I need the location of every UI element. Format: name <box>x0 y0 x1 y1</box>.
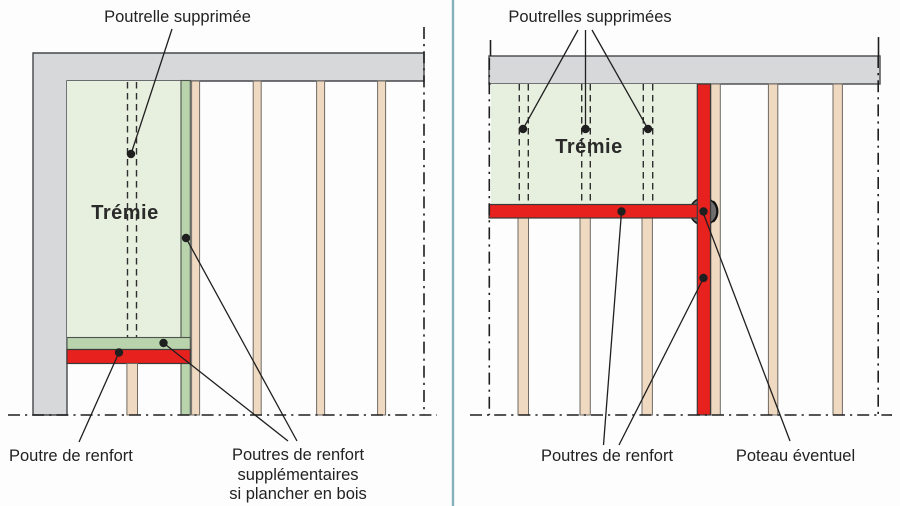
right-red-horizontal-beam <box>488 203 712 219</box>
right-leader-suppressed-1 <box>522 29 579 130</box>
right-callout-dot-vertical-beam <box>699 273 708 283</box>
left-label-reinforcement-beam: Poutre de renfort <box>9 447 133 465</box>
right-joist-beside-beam <box>710 83 721 416</box>
right-leader-horizontal-beam <box>602 211 623 446</box>
right-joist-2 <box>767 83 779 416</box>
right-leader-vertical-beam <box>618 277 705 446</box>
left-leader-trimmer-beam <box>185 237 298 442</box>
right-label-suppressed-joists: Poutrelles supprimées <box>508 8 672 26</box>
left-joist-2 <box>252 80 262 416</box>
right-callout-dot-suppressed-3 <box>643 124 653 134</box>
right-cut-joist-stub-1 <box>517 217 529 416</box>
right-callout-dot-suppressed-1 <box>518 124 528 134</box>
right-label-optional-post: Poteau éventuel <box>735 447 856 465</box>
left-cut-joist-stub <box>126 363 139 416</box>
right-leader-post <box>703 214 791 442</box>
left-green-header-beam <box>66 336 191 351</box>
left-callout-dot-red-beam <box>114 348 124 357</box>
left-tremie-label: Trémie <box>91 202 159 224</box>
right-cut-joist-stub-3 <box>641 217 653 416</box>
left-callout-dot-header-beam <box>159 338 168 348</box>
right-joist-3 <box>832 83 843 416</box>
left-joist-4 <box>377 80 387 416</box>
right-red-vertical-beam <box>696 83 712 416</box>
left-label-additional-beams-line1: Poutres de renfort <box>231 446 365 464</box>
left-tremie-area <box>67 81 181 338</box>
left-red-reinforcement-beam <box>66 348 191 365</box>
left-leader-suppressed-joist <box>130 28 173 155</box>
left-leader-header-beam <box>163 342 289 442</box>
right-cut-joist-stub-2 <box>579 217 591 416</box>
right-post-arc-mark <box>712 200 719 223</box>
left-callout-dot-suppressed-joist <box>126 149 136 159</box>
left-label-additional-beams-line2: supplémentaires <box>237 465 359 484</box>
right-wall-shape <box>488 55 881 85</box>
left-joist-3 <box>316 80 326 416</box>
left-leader-red-beam <box>78 352 120 443</box>
panel-separator-line <box>451 0 455 506</box>
left-label-additional-beams: Poutres de renfort supplémentaires si pl… <box>198 446 398 505</box>
right-callout-dot-post <box>699 207 708 216</box>
left-label-additional-beams-line3: si plancher en bois <box>229 485 367 503</box>
right-callout-dot-suppressed-2 <box>581 124 590 134</box>
right-tremie-label: Trémie <box>555 136 623 158</box>
right-leader-suppressed-3 <box>591 29 649 130</box>
right-tremie-area <box>491 84 698 205</box>
left-green-trimmer-beam <box>180 79 191 416</box>
left-callout-dot-trimmer-beam <box>181 233 191 243</box>
right-label-reinforcement-beams: Poutres de renfort <box>540 447 674 465</box>
left-label-suppressed-joist: Poutrelle supprimée <box>104 8 251 26</box>
right-callout-dot-horizontal-beam <box>617 207 626 216</box>
left-panel-drawing <box>8 27 437 443</box>
left-joist-1 <box>191 80 201 416</box>
right-panel-drawing <box>470 29 892 446</box>
